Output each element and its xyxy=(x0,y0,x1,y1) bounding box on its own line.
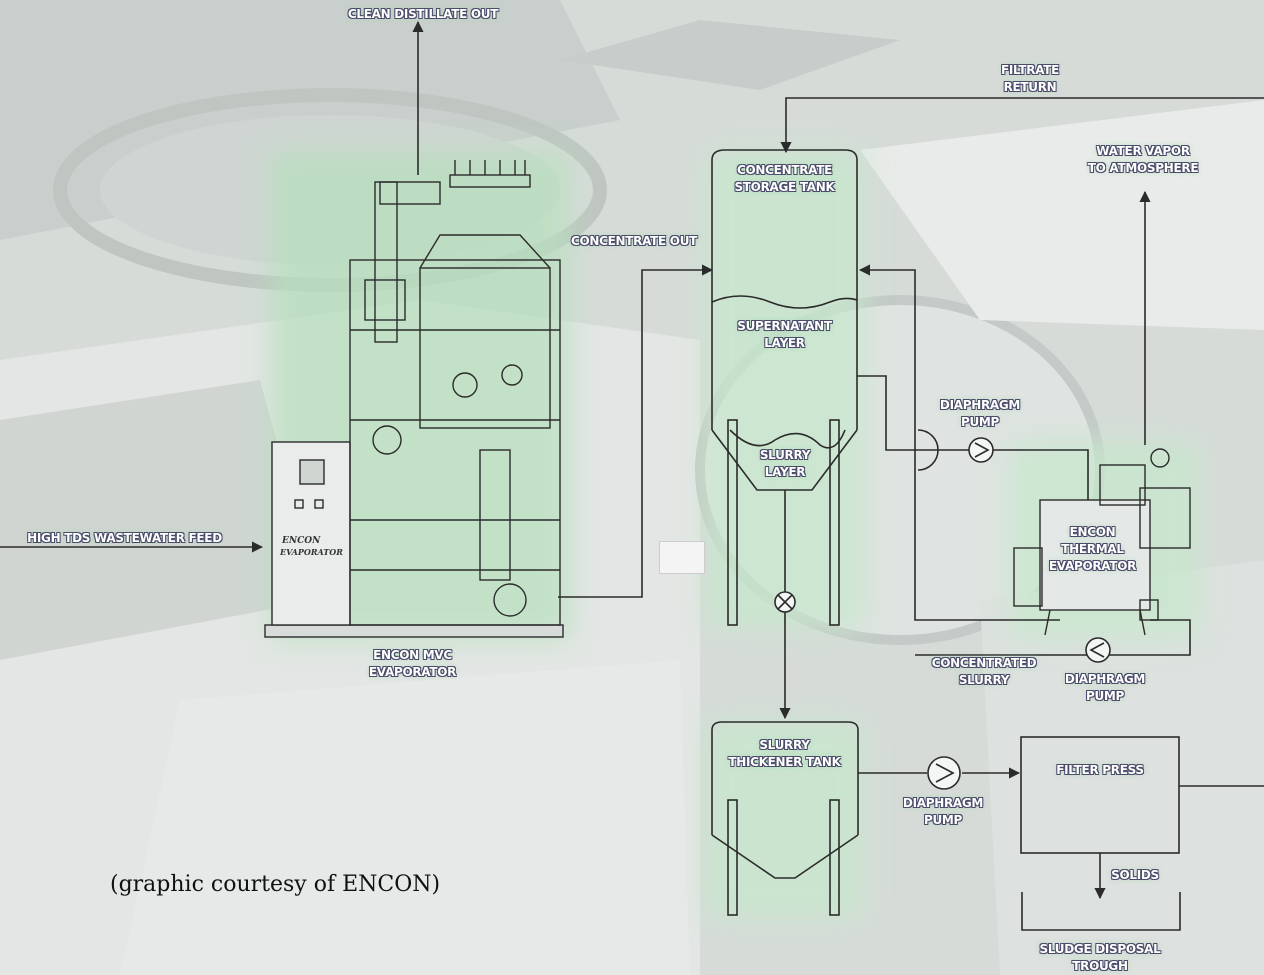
label-diaphragm-pump-lower: DIAPHRAGM PUMP xyxy=(888,795,998,829)
label-concentrate-storage-tank: CONCENTRATE STORAGE TANK xyxy=(712,162,857,196)
diaphragm-pump-upper-icon xyxy=(969,438,993,462)
label-concentrated-slurry: CONCENTRATED SLURRY xyxy=(920,655,1048,689)
label-diaphragm-pump-right: DIAPHRAGM PUMP xyxy=(1050,671,1160,705)
label-slurry-layer: SLURRY LAYER xyxy=(735,447,835,481)
supernatant-to-pump-line xyxy=(857,376,918,450)
label-filter-press: FILTER PRESS xyxy=(1030,762,1170,779)
thumbnail-image xyxy=(659,541,705,574)
panel-brand: ENCON xyxy=(281,536,321,546)
slurry-valve-icon xyxy=(775,592,795,612)
label-clean-distillate-out: CLEAN DISTILLATE OUT xyxy=(330,6,516,23)
label-filtrate-return: FILTRATE RETURN xyxy=(970,62,1090,96)
diaphragm-pump-right-icon xyxy=(1086,638,1110,662)
filter-press-box xyxy=(1021,737,1179,853)
label-water-vapor: WATER VAPOR TO ATMOSPHERE xyxy=(1068,143,1218,177)
label-slurry-thickener-tank: SLURRY THICKENER TANK xyxy=(712,737,857,771)
panel-model: EVAPORATOR xyxy=(279,547,343,557)
label-sludge-disposal-trough: SLUDGE DISPOSAL TROUGH xyxy=(1020,941,1180,975)
sludge-disposal-trough xyxy=(1022,892,1180,930)
label-high-tds-feed: HIGH TDS WASTEWATER FEED xyxy=(12,530,237,547)
diaphragm-pump-lower-icon xyxy=(928,757,960,789)
label-encon-mvc-evaporator: ENCON MVC EVAPORATOR xyxy=(350,647,475,681)
label-concentrate-out: CONCENTRATE OUT xyxy=(558,233,710,250)
label-supernatant-layer: SUPERNATANT LAYER xyxy=(712,318,857,352)
label-diaphragm-pump-upper: DIAPHRAGM PUMP xyxy=(925,397,1035,431)
label-encon-thermal-evaporator: ENCON THERMAL EVAPORATOR xyxy=(1040,524,1145,575)
image-credit: (graphic courtesy of ENCON) xyxy=(110,872,440,897)
label-solids: SOLIDS xyxy=(1100,867,1170,884)
